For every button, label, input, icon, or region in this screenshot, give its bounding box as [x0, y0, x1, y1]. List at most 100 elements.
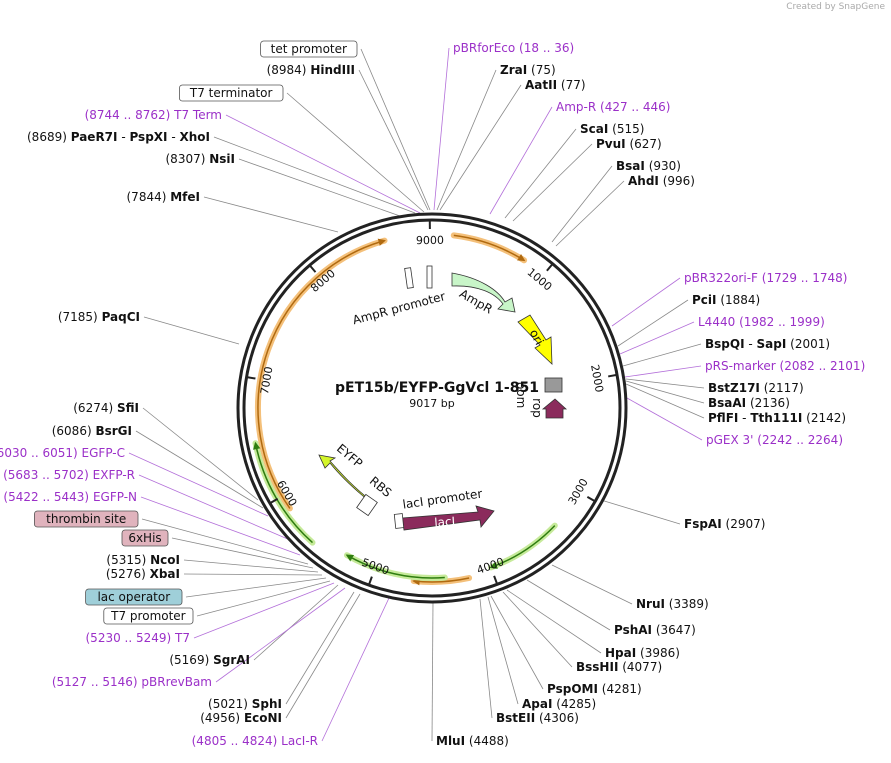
- site-pbr322ori-f[interactable]: pBR322ori-F (1729 .. 1748): [684, 271, 847, 285]
- site-bsaai[interactable]: BsaAI (2136): [708, 396, 790, 410]
- site-label-pcii: PciI (1884): [692, 293, 760, 307]
- site-t7[interactable]: (5230 .. 5249) T7: [86, 631, 191, 645]
- site-tet-promoter[interactable]: tet promoter: [260, 40, 358, 58]
- site-label-hpai: HpaI (3986): [605, 646, 680, 660]
- site-label-sfii: (6274) SfiI: [73, 401, 139, 415]
- callout-line-pbr322ori-f: [611, 277, 681, 327]
- site-label-part: pBR322ori-F: [684, 271, 758, 285]
- site-label-part: 6xHis: [128, 531, 161, 545]
- site-sfii[interactable]: (6274) SfiI: [73, 401, 139, 415]
- site-egfp-n[interactable]: (5422 .. 5443) EGFP-N: [3, 490, 137, 504]
- site-t7-promoter[interactable]: T7 promoter: [103, 607, 194, 625]
- site-label-part: SgrAI: [213, 653, 250, 667]
- site-6xhis[interactable]: 6xHis: [121, 529, 169, 547]
- site-label-part: EXFP-R: [93, 468, 135, 482]
- site-egfp-c[interactable]: (6030 .. 6051) EGFP-C: [0, 446, 125, 460]
- site-label-bspqi: BspQI - SapI (2001): [705, 337, 830, 351]
- site-t7-terminator[interactable]: T7 terminator: [178, 84, 284, 102]
- site-prs-marker[interactable]: pRS-marker (2082 .. 2101): [705, 359, 865, 373]
- site-aatii[interactable]: AatII (77): [525, 78, 586, 92]
- site-exfp-r[interactable]: (5683 .. 5702) EXFP-R: [3, 468, 135, 482]
- orf-arc: [489, 525, 556, 569]
- site-label-part: EcoNI: [244, 711, 282, 725]
- site-pbrrevbam[interactable]: (5127 .. 5146) pBRrevBam: [52, 675, 212, 689]
- site-label-part: T7 terminator: [189, 86, 273, 100]
- site-pbrforeco[interactable]: pBRforEco (18 .. 36): [453, 41, 574, 55]
- site-pgex-3[interactable]: pGEX 3' (2242 .. 2264): [706, 433, 843, 447]
- site-label-ahdi: AhdI (996): [628, 174, 695, 188]
- site-pshai[interactable]: PshAI (3647): [614, 623, 696, 637]
- site-label-part: (1884): [720, 293, 760, 307]
- site-bsai[interactable]: BsaI (930): [616, 159, 681, 173]
- backbone-inner: [242, 218, 622, 598]
- site-label-apai: ApaI (4285): [522, 697, 596, 711]
- site-label-pshai: PshAI (3647): [614, 623, 696, 637]
- site-amp-r[interactable]: Amp-R (427 .. 446): [556, 100, 670, 114]
- callout-line-prs-marker: [624, 365, 702, 378]
- site-bsteii[interactable]: BstEII (4306): [496, 711, 579, 725]
- site-bstz17i[interactable]: BstZ17I (2117): [708, 381, 804, 395]
- site-nrui[interactable]: NruI (3389): [636, 597, 709, 611]
- site-zrai[interactable]: ZraI (75): [500, 63, 556, 77]
- site-hpai[interactable]: HpaI (3986): [605, 646, 680, 660]
- site-laci-r[interactable]: (4805 .. 4824) LacI-R: [192, 734, 318, 748]
- callout-line-6xhis: [171, 537, 314, 569]
- callout-line-pbrforeco: [433, 47, 450, 211]
- site-pflfi[interactable]: PflFI - Tth111I (2142): [708, 411, 846, 425]
- site-bsrgi[interactable]: (6086) BsrGI: [52, 424, 132, 438]
- site-label-pbr322ori-f: pBR322ori-F (1729 .. 1748): [684, 271, 847, 285]
- site-label-part: (5021): [208, 697, 248, 711]
- site-ncoi[interactable]: (5315) NcoI: [106, 553, 180, 567]
- feature-label-bom: bom: [514, 382, 528, 409]
- site-label-part: PaeR7I: [71, 130, 118, 144]
- feature-rbs: [356, 493, 378, 517]
- site-hindiii[interactable]: (8984) HindIII: [267, 63, 355, 77]
- site-label-bstz17i: BstZ17I (2117): [708, 381, 804, 395]
- site-label-pspomi: PspOMI (4281): [547, 682, 642, 696]
- site-pspomi[interactable]: PspOMI (4281): [547, 682, 642, 696]
- site-label-part: BstZ17I: [708, 381, 760, 395]
- callout-line-pgex-3: [626, 397, 703, 441]
- site-pcii[interactable]: PciI (1884): [692, 293, 760, 307]
- site-label-mfei: (7844) MfeI: [127, 190, 201, 204]
- site-mfei[interactable]: (7844) MfeI: [127, 190, 201, 204]
- site-label-part: AhdI: [628, 174, 659, 188]
- site-fspai[interactable]: FspAI (2907): [684, 517, 765, 531]
- callout-line-bsai: [551, 165, 613, 243]
- site-pvui[interactable]: PvuI (627): [596, 137, 662, 151]
- callout-lines: [128, 47, 705, 742]
- site-l4440[interactable]: L4440 (1982 .. 1999): [698, 315, 825, 329]
- tick-label: 1000: [525, 266, 555, 294]
- feature-label-eyfp: EYFP: [334, 441, 365, 470]
- site-apai[interactable]: ApaI (4285): [522, 697, 596, 711]
- site-nsii[interactable]: (8307) NsiI: [166, 152, 236, 166]
- site-thrombin-site[interactable]: thrombin site: [34, 510, 139, 528]
- site-lac-operator[interactable]: lac operator: [85, 588, 183, 606]
- site-ahdi[interactable]: AhdI (996): [628, 174, 695, 188]
- site-bspqi[interactable]: BspQI - SapI (2001): [705, 337, 830, 351]
- site-label-part: T7: [174, 631, 190, 645]
- site-label-part: (5127 .. 5146): [52, 675, 138, 689]
- feature-laci: [401, 505, 495, 531]
- site-sphi[interactable]: (5021) SphI: [208, 697, 282, 711]
- callout-line-aatii: [439, 84, 522, 211]
- callout-line-ncoi: [183, 559, 319, 573]
- orf-arc: [257, 238, 386, 509]
- site-econi[interactable]: (4956) EcoNI: [200, 711, 282, 725]
- site-label-part: T7 Term: [173, 108, 222, 122]
- site-t7-term[interactable]: (8744 .. 8762) T7 Term: [85, 108, 222, 122]
- site-bsshii[interactable]: BssHII (4077): [576, 660, 662, 674]
- site-xbai[interactable]: (5276) XbaI: [106, 567, 180, 581]
- site-label-part: PshAI: [614, 623, 652, 637]
- site-paqci[interactable]: (7185) PaqCI: [58, 310, 140, 324]
- snapgene-credit: Created by SnapGene: [786, 2, 885, 12]
- site-label-part: (515): [612, 122, 644, 136]
- site-scai[interactable]: ScaI (515): [580, 122, 644, 136]
- site-label-part: (8307): [166, 152, 206, 166]
- site-label-part: (996): [663, 174, 695, 188]
- site-paer7i[interactable]: (8689) PaeR7I - PspXI - XhoI: [27, 130, 210, 144]
- site-sgrai[interactable]: (5169) SgrAI: [169, 653, 250, 667]
- site-label-part: FspAI: [684, 517, 722, 531]
- callout-line-pbrrevbam: [215, 587, 346, 683]
- site-mlui[interactable]: MluI (4488): [436, 734, 509, 748]
